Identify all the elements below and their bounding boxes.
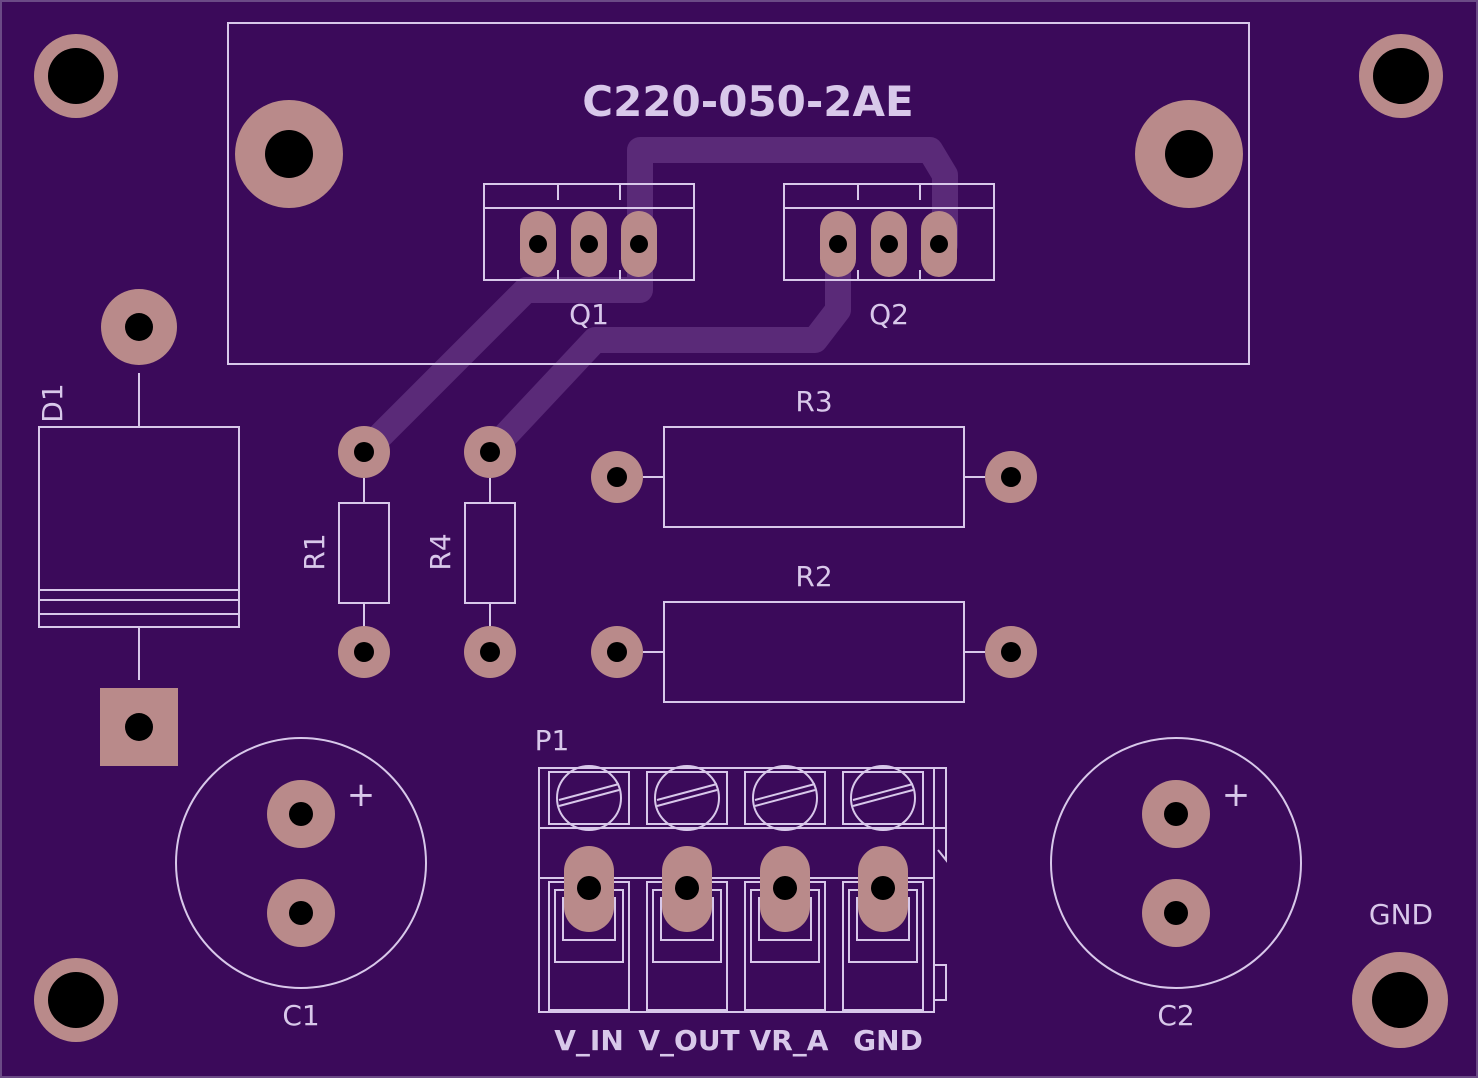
r3-label: R3	[795, 385, 832, 418]
gnd-mounting-pad[interactable]	[1352, 952, 1448, 1048]
diode-d1[interactable]	[38, 289, 240, 766]
trace-r4-q1	[477, 232, 851, 465]
r2-label: R2	[795, 560, 832, 593]
gnd-pad-label: GND	[1369, 898, 1433, 931]
terminal-screw-1[interactable]	[548, 765, 630, 831]
terminal-label-v-in: V_IN	[554, 1024, 624, 1057]
mounting-holes	[34, 34, 1448, 1048]
mounting-hole-top-right[interactable]	[1359, 34, 1443, 118]
capacitor-c2[interactable]	[1050, 737, 1302, 989]
c2-label: C2	[1157, 999, 1194, 1032]
terminal-screw-4[interactable]	[842, 765, 924, 831]
terminal-block-p1[interactable]	[538, 765, 947, 1013]
c1-label: C1	[282, 999, 319, 1032]
resistor-r3[interactable]	[591, 426, 1037, 528]
r4-label: R4	[424, 533, 457, 570]
terminal-label-vr-a: VR_A	[750, 1024, 829, 1057]
terminal-pad-gnd[interactable]	[858, 846, 908, 932]
heatsink-outline	[227, 22, 1250, 365]
resistor-r2[interactable]	[591, 601, 1037, 703]
q1-label: Q1	[569, 298, 609, 331]
terminal-pad-v-in[interactable]	[564, 846, 614, 932]
c2-plus-label: +	[1222, 775, 1251, 815]
transistor-q1[interactable]	[483, 183, 695, 281]
mounting-hole-bottom-left[interactable]	[34, 958, 118, 1042]
terminal-screw-3[interactable]	[744, 765, 826, 831]
terminal-pad-v-out[interactable]	[662, 846, 712, 932]
terminal-label-v-out: V_OUT	[638, 1024, 739, 1057]
transistor-q2[interactable]	[783, 183, 995, 281]
p1-label: P1	[535, 724, 570, 757]
heatsink-mount-right[interactable]	[1135, 100, 1243, 208]
mounting-hole-top-left[interactable]	[34, 34, 118, 118]
q2-label: Q2	[869, 298, 909, 331]
traces	[351, 137, 958, 465]
r1-label: R1	[298, 533, 331, 570]
terminal-label-gnd: GND	[853, 1024, 923, 1057]
resistor-r1[interactable]	[338, 426, 390, 678]
capacitor-c1[interactable]	[175, 737, 427, 989]
c1-plus-label: +	[347, 775, 376, 815]
heatsink-label: C220-050-2AE	[582, 77, 913, 126]
resistor-r4[interactable]	[464, 426, 516, 678]
trace-r1-q2	[351, 137, 958, 465]
terminal-screw-2[interactable]	[646, 765, 728, 831]
terminal-pad-vr-a[interactable]	[760, 846, 810, 932]
heatsink-mount-left[interactable]	[235, 100, 343, 208]
d1-label: D1	[36, 383, 69, 422]
